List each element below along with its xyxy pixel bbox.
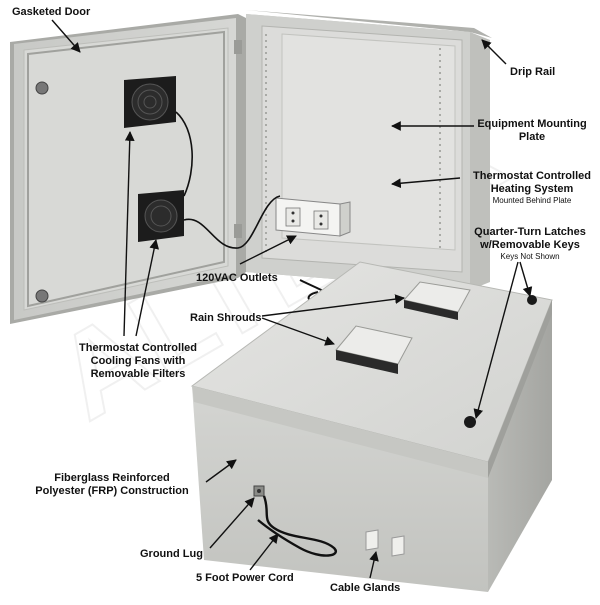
label-power-cord: 5 Foot Power Cord (196, 572, 294, 584)
label-mounting-plate-line2: Plate (518, 131, 546, 143)
ground-lug (253, 485, 265, 497)
open-enclosure (246, 10, 492, 304)
bottom-fan (138, 190, 184, 242)
top-fan (124, 76, 176, 128)
label-rain-shrouds: Rain Shrouds (190, 312, 262, 324)
label-frp-construction: Fiberglass Reinforced Polyester (FRP) Co… (35, 472, 188, 498)
label-frp-line2: Polyester (FRP) Construction (35, 485, 189, 497)
label-outlets: 120VAC Outlets (196, 272, 278, 284)
label-fans-line1: Thermostat Controlled (79, 342, 197, 354)
label-heating-system: Thermostat Controlled Heating System Mou… (473, 170, 591, 206)
open-door (10, 14, 281, 324)
label-mounting-plate: Equipment Mounting Plate (477, 118, 586, 144)
label-heating-line1: Thermostat Controlled (473, 170, 591, 182)
latch-front (464, 416, 476, 428)
power-cord (257, 495, 337, 557)
label-drip-rail: Drip Rail (510, 66, 556, 78)
callout-arrows (51, 19, 533, 579)
label-mounting-plate-line1: Equipment Mounting (477, 118, 587, 130)
label-heating-line2: Heating System (490, 183, 574, 195)
closed-enclosure (190, 261, 553, 592)
latch-back (527, 295, 537, 305)
label-fans-line3: Removable Filters (90, 368, 186, 380)
rain-shroud-back (403, 281, 471, 320)
rain-shroud-front (335, 325, 413, 374)
label-gasketed-door: Gasketed Door (12, 6, 91, 18)
label-fans-line2: Cooling Fans with (90, 355, 186, 367)
label-ground-lug: Ground Lug (140, 548, 203, 560)
outlet-box (275, 197, 351, 237)
label-latches-sub: Keys Not Shown (500, 252, 560, 261)
label-latches-line2: w/Removable Keys (480, 239, 580, 251)
label-frp-line1: Fiberglass Reinforced (54, 472, 170, 484)
label-cable-glands: Cable Glands (330, 582, 401, 594)
label-latches: Quarter-Turn Latches w/Removable Keys Ke… (474, 226, 586, 262)
label-heating-sub: Mounted Behind Plate (492, 196, 572, 205)
label-cooling-fans: Thermostat Controlled Cooling Fans with … (79, 342, 197, 381)
cable-glands (365, 529, 405, 557)
label-latches-line1: Quarter-Turn Latches (474, 226, 586, 238)
